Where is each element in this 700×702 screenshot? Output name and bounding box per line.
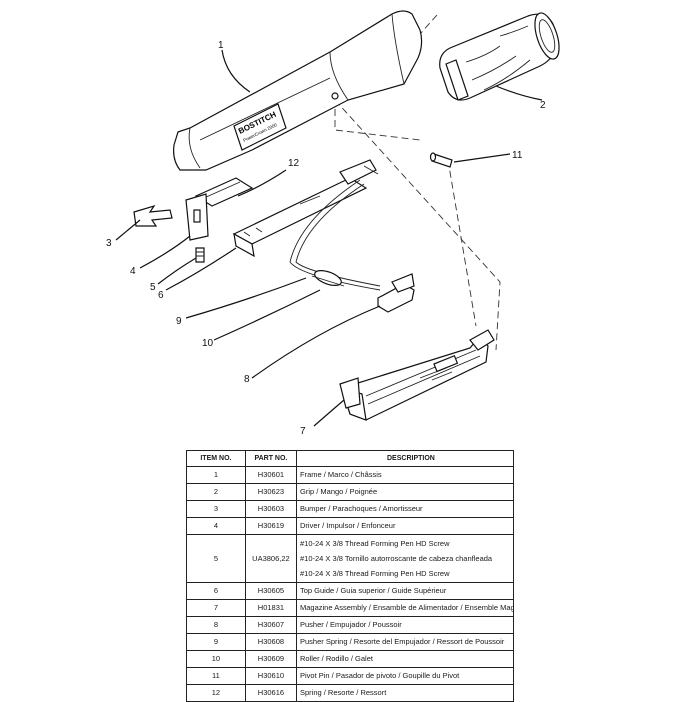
item-no: 3 (186, 500, 246, 518)
part-no: H01831 (244, 599, 298, 617)
pivot-pin-part (429, 152, 453, 168)
callout-numbers: 1 2 3 4 5 6 7 8 9 10 11 12 (106, 40, 546, 437)
part-no: H30603 (244, 500, 298, 518)
header-part-no: PART NO. (244, 450, 298, 467)
bumper-part (133, 204, 173, 227)
item-no: 1 (186, 466, 246, 484)
part-no: H30610 (244, 667, 298, 685)
header-item-no: ITEM NO. (186, 450, 246, 467)
item-no: 2 (186, 483, 246, 501)
callout-leaders (115, 49, 543, 427)
description: Pivot Pin / Pasador de pivoto / Goupille… (296, 667, 514, 685)
header-description: DESCRIPTION (296, 450, 514, 467)
frame-part: BOSTITCH PowerCrown 2000 (173, 10, 423, 204)
roller-part (311, 270, 345, 287)
description: Magazine Assembly / Ensamble de Alimenta… (296, 599, 514, 617)
part-no: H30619 (244, 517, 298, 535)
callout-9: 9 (176, 316, 182, 327)
item-no: 12 (186, 684, 246, 702)
magazine-part (339, 329, 495, 421)
item-no: 7 (186, 599, 246, 617)
item-no: 4 (186, 517, 246, 535)
grip-part (439, 12, 560, 101)
screw-part (195, 247, 205, 263)
callout-6: 6 (158, 290, 164, 301)
description: Bumper / Parachoques / Amortisseur (296, 500, 514, 518)
description: Pusher Spring / Resorte del Empujador / … (296, 633, 514, 651)
driver-part (185, 193, 209, 241)
part-no: H30605 (244, 582, 298, 600)
callout-12: 12 (288, 158, 300, 169)
description: Grip / Mango / Poignée (296, 483, 514, 501)
pusher-part (377, 273, 415, 313)
callout-11: 11 (512, 150, 523, 161)
callout-7: 7 (300, 426, 306, 437)
description: Spring / Resorte / Ressort (296, 684, 514, 702)
part-no: H30623 (244, 483, 298, 501)
item-no: 6 (186, 582, 246, 600)
item-no: 10 (186, 650, 246, 668)
top-guide-part (232, 159, 379, 258)
description: Roller / Rodillo / Galet (296, 650, 514, 668)
part-no: H30609 (244, 650, 298, 668)
callout-3: 3 (106, 238, 112, 249)
item-no: 5 (186, 534, 246, 583)
item-no: 8 (186, 616, 246, 634)
description: Driver / Impulsor / Enfonceur (296, 517, 514, 535)
callout-5: 5 (150, 282, 156, 293)
callout-1: 1 (218, 40, 224, 51)
callout-10: 10 (202, 338, 214, 349)
item-no: 9 (186, 633, 246, 651)
callout-4: 4 (130, 266, 136, 277)
description-line-3: #10-24 X 3/8 Thread Forming Pen HD Screw (300, 569, 450, 578)
part-no: H30601 (244, 466, 298, 484)
description-line-2: #10-24 X 3/8 Tornillo autorroscante de c… (300, 554, 493, 563)
description-line-1: #10-24 X 3/8 Thread Forming Pen HD Screw (300, 539, 450, 548)
description: #10-24 X 3/8 Thread Forming Pen HD Screw… (296, 534, 514, 583)
item-no: 11 (186, 667, 246, 685)
part-no: H30608 (244, 633, 298, 651)
description: Pusher / Empujador / Poussoir (296, 616, 514, 634)
description: Top Guide / Guia superior / Guide Supéri… (296, 582, 514, 600)
callout-2: 2 (540, 100, 546, 111)
callout-8: 8 (244, 374, 250, 385)
part-no: H30607 (244, 616, 298, 634)
description: Frame / Marco / Châssis (296, 466, 514, 484)
table-header-row: ITEM NO. PART NO. DESCRIPTION (186, 450, 514, 467)
part-no: UA3806,22 (244, 534, 298, 583)
part-no: H30616 (244, 684, 298, 702)
table-row: 5 UA3806,22 #10-24 X 3/8 Thread Forming … (186, 534, 514, 583)
